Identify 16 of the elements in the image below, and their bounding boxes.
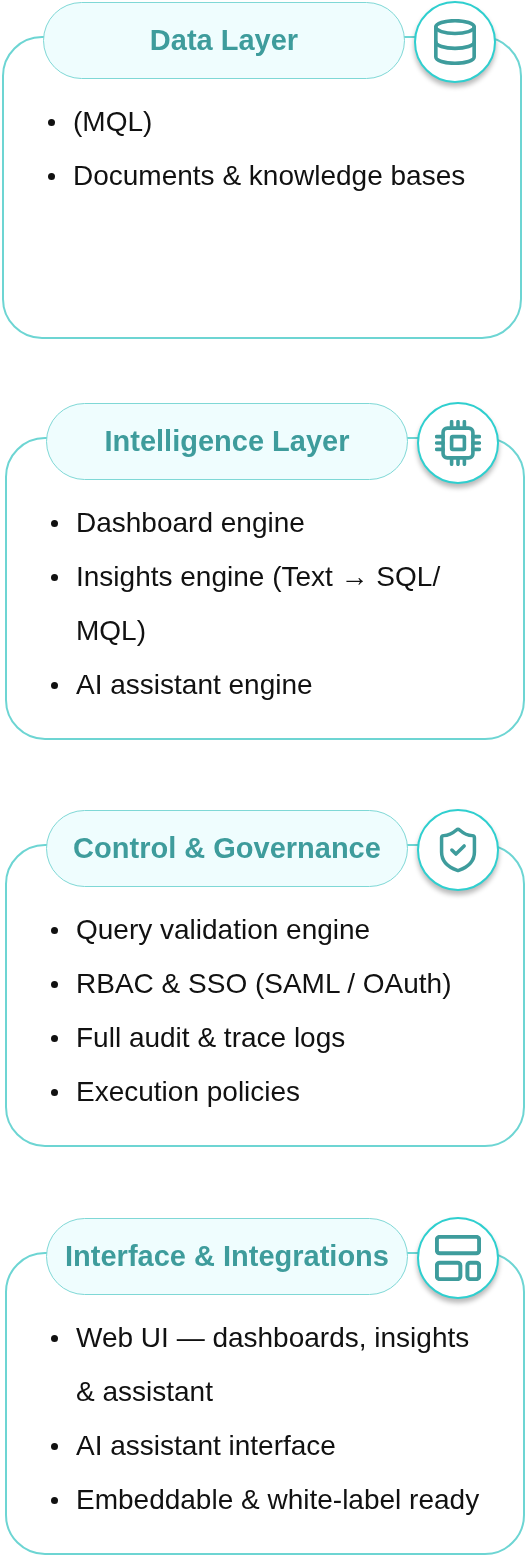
list-item-text: Web UI — dashboards, insights & assistant [76,1321,471,1409]
list-item-text: Dashboard engine [76,506,305,540]
list-item-text: Execution policies [76,1075,301,1109]
layer-title: Control & Governance [73,831,381,867]
list-item-text: Query validation engine [76,913,371,947]
layer-title: Interface & Integrations [65,1239,389,1275]
list-item-text: AI assistant engine [76,668,313,702]
layer-title: Data Layer [149,23,299,59]
layer-title: Intelligence Layer [104,424,350,460]
list-item-text: AI assistant interface [76,1429,336,1463]
list-item-text: Documents & knowledge bases [73,159,466,193]
list-item-text: Embeddable & white-label ready [76,1483,480,1517]
list-item-text: (MQL) [73,105,153,139]
list-item-text: Insights engine (Text → SQL/ MQL) [76,560,442,648]
list-item-text: RBAC & SSO (SAML / OAuth) [76,967,452,1001]
list-item-text: Full audit & trace logs [76,1021,346,1055]
